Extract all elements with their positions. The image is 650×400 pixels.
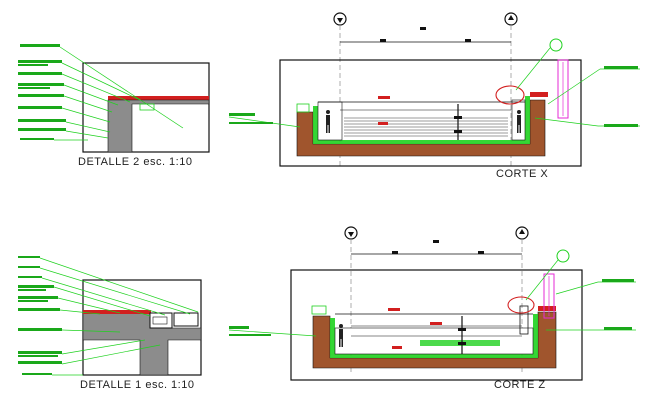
- section-x-figure-left: [326, 110, 330, 133]
- detail-2-frame: [82, 62, 210, 153]
- section-z-figure: [339, 324, 343, 347]
- section-x-detail-callout: [495, 85, 525, 105]
- section-x-caption: CORTE X: [496, 168, 549, 180]
- detail-2-wall: [107, 99, 210, 153]
- detail-1-leaders: [39, 257, 199, 376]
- detail-2-drawing: [18, 44, 210, 153]
- detail-1-caption: DETALLE 1 esc. 1:10: [80, 379, 195, 391]
- section-x-frame: [279, 59, 582, 167]
- detail-2-leaders: [54, 46, 184, 141]
- section-x-deck-finish: [530, 92, 548, 97]
- detail-1-coping: [149, 312, 173, 329]
- section-z-caption: CORTE Z: [494, 379, 546, 391]
- section-z-frame: [290, 269, 583, 381]
- section-x-pool-shell: [313, 96, 530, 144]
- section-z-detail-callout: [507, 296, 535, 314]
- section-z-deck-finish: [538, 306, 556, 311]
- detail-1-drawing: [18, 256, 202, 376]
- detail-1-label-bars: [18, 256, 62, 375]
- section-z-railing: [543, 273, 555, 319]
- section-x-steps: [344, 117, 508, 137]
- detail-reference-bubble: [549, 38, 563, 52]
- section-x-railing: [557, 59, 569, 119]
- section-z-drawing: [228, 226, 636, 381]
- detail-2-slab-finish: [108, 96, 209, 100]
- section-x-grid-axes: [333, 12, 518, 168]
- detail-2-caption: DETALLE 2 esc. 1:10: [78, 156, 193, 168]
- detail-2-coping: [139, 103, 155, 111]
- section-x-drawing: [228, 12, 640, 168]
- detail-2-label-bars: [18, 44, 66, 140]
- section-x-figure-right: [517, 110, 521, 133]
- detail-reference-bubble: [556, 249, 570, 263]
